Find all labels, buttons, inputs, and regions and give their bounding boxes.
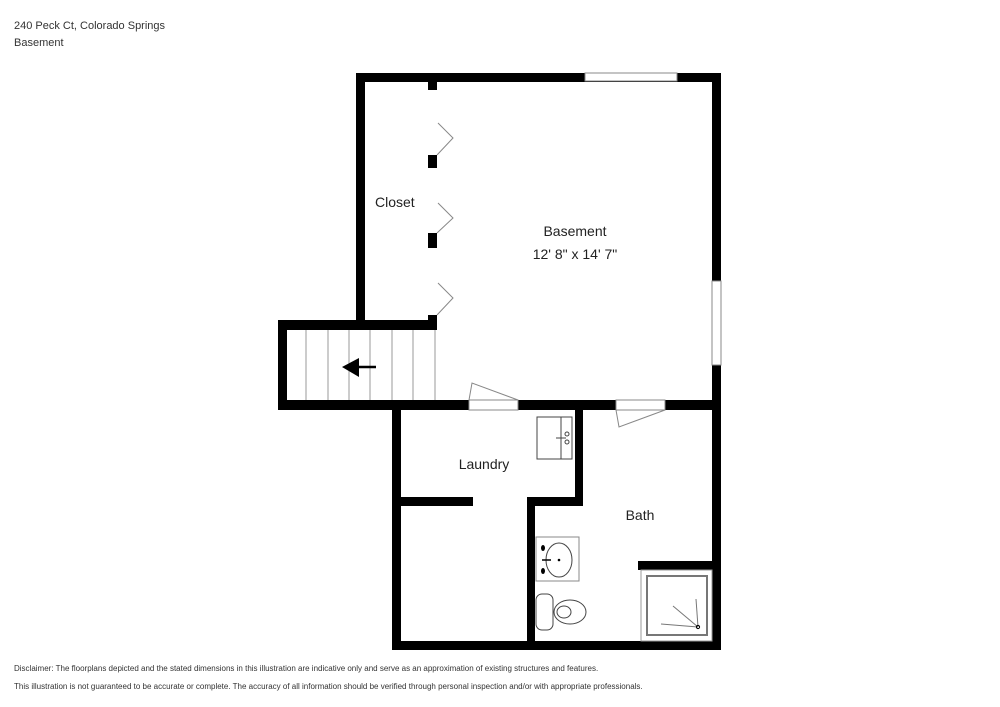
bifold-door-1: [436, 122, 454, 156]
wall-stair-top: [278, 320, 437, 330]
wall-divider-horizontal: [527, 497, 583, 506]
wall-stair-left: [278, 320, 287, 410]
property-address: 240 Peck Ct, Colorado Springs: [14, 20, 166, 32]
door-laundry-swing: [468, 382, 519, 401]
door-laundry: [468, 399, 519, 411]
wall-bottom: [392, 641, 721, 650]
toilet-icon: [535, 593, 587, 631]
windows: [584, 72, 722, 366]
wall-laundry-partial: [392, 497, 473, 506]
room-label-bath: Bath: [626, 507, 655, 523]
stairs-arrow-left-icon: [342, 358, 376, 377]
room-dimensions-basement: 12' 8" x 14' 7": [533, 246, 618, 262]
window-top: [584, 72, 678, 82]
wall-shower: [638, 561, 721, 570]
room-label-laundry: Laundry: [459, 456, 510, 472]
closet-post-2: [428, 155, 437, 168]
closet-post-4: [428, 315, 437, 329]
room-label-closet: Closet: [375, 194, 415, 210]
wall-top: [356, 73, 721, 82]
walls: [278, 73, 721, 650]
room-label-basement: Basement: [543, 223, 606, 239]
closet-post-1: [428, 73, 437, 90]
utility-sink-icon: [536, 416, 573, 460]
disclaimer-line-1: Disclaimer: The floorplans depicted and …: [14, 664, 599, 673]
wall-divider-upper: [575, 405, 583, 506]
bifold-door-2: [436, 202, 454, 234]
wall-divider-lower: [527, 497, 535, 650]
doors: [468, 382, 666, 428]
bifold-door-3: [436, 282, 454, 316]
floor-name: Basement: [14, 37, 64, 49]
shower-icon: [640, 569, 713, 642]
closet-post-3: [428, 233, 437, 248]
wall-left-upper: [356, 73, 365, 328]
disclaimer-line-2: This illustration is not guaranteed to b…: [14, 682, 643, 691]
stairs: [305, 330, 436, 400]
closet-doors: [436, 122, 454, 316]
door-bath-swing: [615, 409, 666, 428]
bathroom-sink-icon: [535, 536, 580, 582]
window-right: [711, 280, 722, 366]
wall-laundry-left: [392, 400, 401, 650]
door-bath: [615, 399, 666, 411]
